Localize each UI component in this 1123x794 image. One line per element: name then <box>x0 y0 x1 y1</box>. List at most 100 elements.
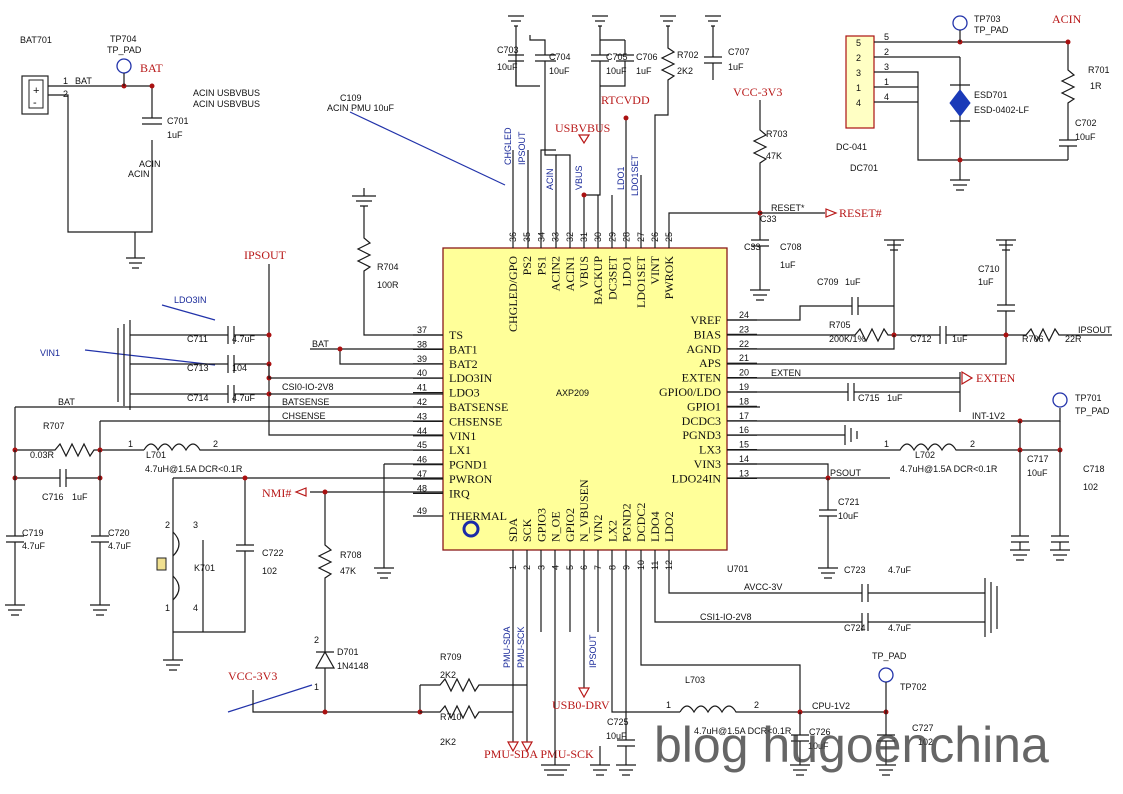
c722-ref: C722 <box>262 548 284 558</box>
note-acin-usbvbus-1: ACIN USBVBUS <box>193 88 260 98</box>
c714-ref: C714 <box>187 393 209 403</box>
pin-number-45: 45 <box>417 440 427 450</box>
r707-ref: R707 <box>43 421 65 431</box>
label-avcc: AVCC-3V <box>744 582 782 592</box>
net-vcc3v3-top[interactable]: VCC-3V3 <box>733 85 782 99</box>
pin-name-43: CHSENSE <box>449 414 502 428</box>
net-reset[interactable]: RESET# <box>839 206 882 220</box>
reset-section: VCC-3V3 RESET# RESET* R703 47K C33 C33 C… <box>733 85 882 301</box>
c726-value: 10uF <box>808 741 829 751</box>
bat-pin2: 2 <box>63 89 68 99</box>
tp703-pad[interactable] <box>952 15 968 31</box>
r704-value: 100R <box>377 280 399 290</box>
c723-value: 4.7uF <box>888 565 912 575</box>
net-acin[interactable]: ACIN <box>1052 12 1082 26</box>
r708-ref: R708 <box>340 550 362 560</box>
c701-value: 1uF <box>167 130 183 140</box>
c716-value: 1uF <box>72 492 88 502</box>
label-ipsout-right: IPSOUT <box>1078 325 1112 335</box>
pin-number-19: 19 <box>739 382 749 392</box>
note-c33-a: C33 <box>760 214 777 224</box>
pin-name-47: PWRON <box>449 472 493 486</box>
tp701-pad[interactable] <box>1052 392 1068 408</box>
pin-name-3: GPIO3 <box>534 508 548 542</box>
net-vin1: VIN1 <box>40 348 60 358</box>
net-pmu-bus[interactable]: PMU-SDA PMU-SCK <box>484 747 594 761</box>
l701-ref: L701 <box>146 450 166 460</box>
tp704-value: TP_PAD <box>107 45 142 55</box>
net-rtcvdd[interactable]: RTCVDD <box>601 93 650 107</box>
dc701-net-2: 2 <box>884 47 889 57</box>
pin-name-40: LDO3IN <box>449 371 493 385</box>
tp702-pad[interactable] <box>878 667 894 683</box>
pin-number-37: 37 <box>417 325 427 335</box>
pin-number-48: 48 <box>417 483 427 493</box>
net-exten[interactable]: EXTEN <box>976 371 1016 385</box>
pin-number-14: 14 <box>739 454 749 464</box>
pin-number-13: 13 <box>739 468 749 478</box>
pin-name-33: ACIN2 <box>549 256 563 291</box>
l703-pin1: 1 <box>666 700 671 710</box>
r702-ref: R702 <box>677 50 699 60</box>
label-int1v2: INT-1V2 <box>972 411 1005 421</box>
dc701-net-1: 1 <box>884 77 889 87</box>
pin-name-30: BACKUP <box>591 256 605 305</box>
net-vcc3v3-bottom[interactable]: VCC-3V3 <box>228 669 277 683</box>
tp703-ref: TP703 <box>974 14 1001 24</box>
c709-ref: C709 <box>817 277 839 287</box>
left-section: IPSOUT R704 100R LDO3IN VIN1 C711 4.7uF … <box>5 188 443 715</box>
pin-name-46: PGND1 <box>449 458 488 472</box>
c719-value: 4.7uF <box>22 541 46 551</box>
dc701-value: DC-041 <box>836 142 867 152</box>
r701-value: 1R <box>1090 81 1102 91</box>
pin-name-26: VINT <box>648 255 662 284</box>
label-csi1: CSI1-IO-2V8 <box>700 612 752 622</box>
r710-ref: R710 <box>440 712 462 722</box>
net-usbvbus[interactable]: USBVBUS <box>555 121 610 135</box>
pin-number-38: 38 <box>417 339 427 349</box>
label-bat-left: BAT <box>58 397 75 407</box>
d701-pin2: 2 <box>314 635 319 645</box>
c726-ref: C726 <box>809 727 831 737</box>
pin-name-10: DCDC2 <box>634 503 648 542</box>
r709-ref: R709 <box>440 652 462 662</box>
top-caps: C703 10uF C704 10uF C705 10uF C706 1uF R… <box>497 15 760 248</box>
pin-name-27: LDO1SET <box>634 255 648 308</box>
c717-value: 10uF <box>1027 468 1048 478</box>
bat-plus: + <box>33 85 39 97</box>
pin-number-43: 43 <box>417 411 427 421</box>
pin-number-40: 40 <box>417 368 427 378</box>
r704-ref: R704 <box>377 262 399 272</box>
label-bat-38: BAT <box>312 339 329 349</box>
battery-section: + - BAT701 TP704 TP_PAD BAT 1 2 BAT C701… <box>20 34 506 269</box>
pin-name-28: LDO1 <box>620 256 634 287</box>
tp704-ref: TP704 <box>110 34 137 44</box>
tp704-pad[interactable] <box>116 58 132 74</box>
pin-name-45: LX1 <box>449 443 471 457</box>
net-ipsout-left[interactable]: IPSOUT <box>244 248 287 262</box>
pin-name-24: VREF <box>690 313 721 327</box>
pin-name-21: APS <box>699 356 721 370</box>
pin-number-18: 18 <box>739 396 749 406</box>
pin-name-12: LDO2 <box>662 511 676 542</box>
pin-name-44: VIN1 <box>449 429 476 443</box>
net-nmi[interactable]: NMI# <box>262 486 291 500</box>
bat701-ref: BAT701 <box>20 35 52 45</box>
pin-name-15: LX3 <box>699 443 721 457</box>
pin-name-31: VBUS <box>577 256 591 288</box>
c702-value: 10uF <box>1075 132 1096 142</box>
c724-value: 4.7uF <box>888 623 912 633</box>
pin-name-34: PS1 <box>534 256 548 275</box>
esd701-ref: ESD701 <box>974 90 1008 100</box>
c716-ref: C716 <box>42 492 64 502</box>
pin-name-1: SDA <box>506 518 520 542</box>
label-vbus-vertical: VBUS <box>574 165 584 190</box>
label-csi0: CSI0-IO-2V8 <box>282 382 334 392</box>
pin-name-8: LX2 <box>605 520 619 542</box>
net-usb0drv[interactable]: USB0-DRV <box>552 698 610 712</box>
bat-pin1: 1 <box>63 76 68 86</box>
r706-ref: R706 <box>1022 334 1044 344</box>
dc701-body <box>845 35 875 129</box>
